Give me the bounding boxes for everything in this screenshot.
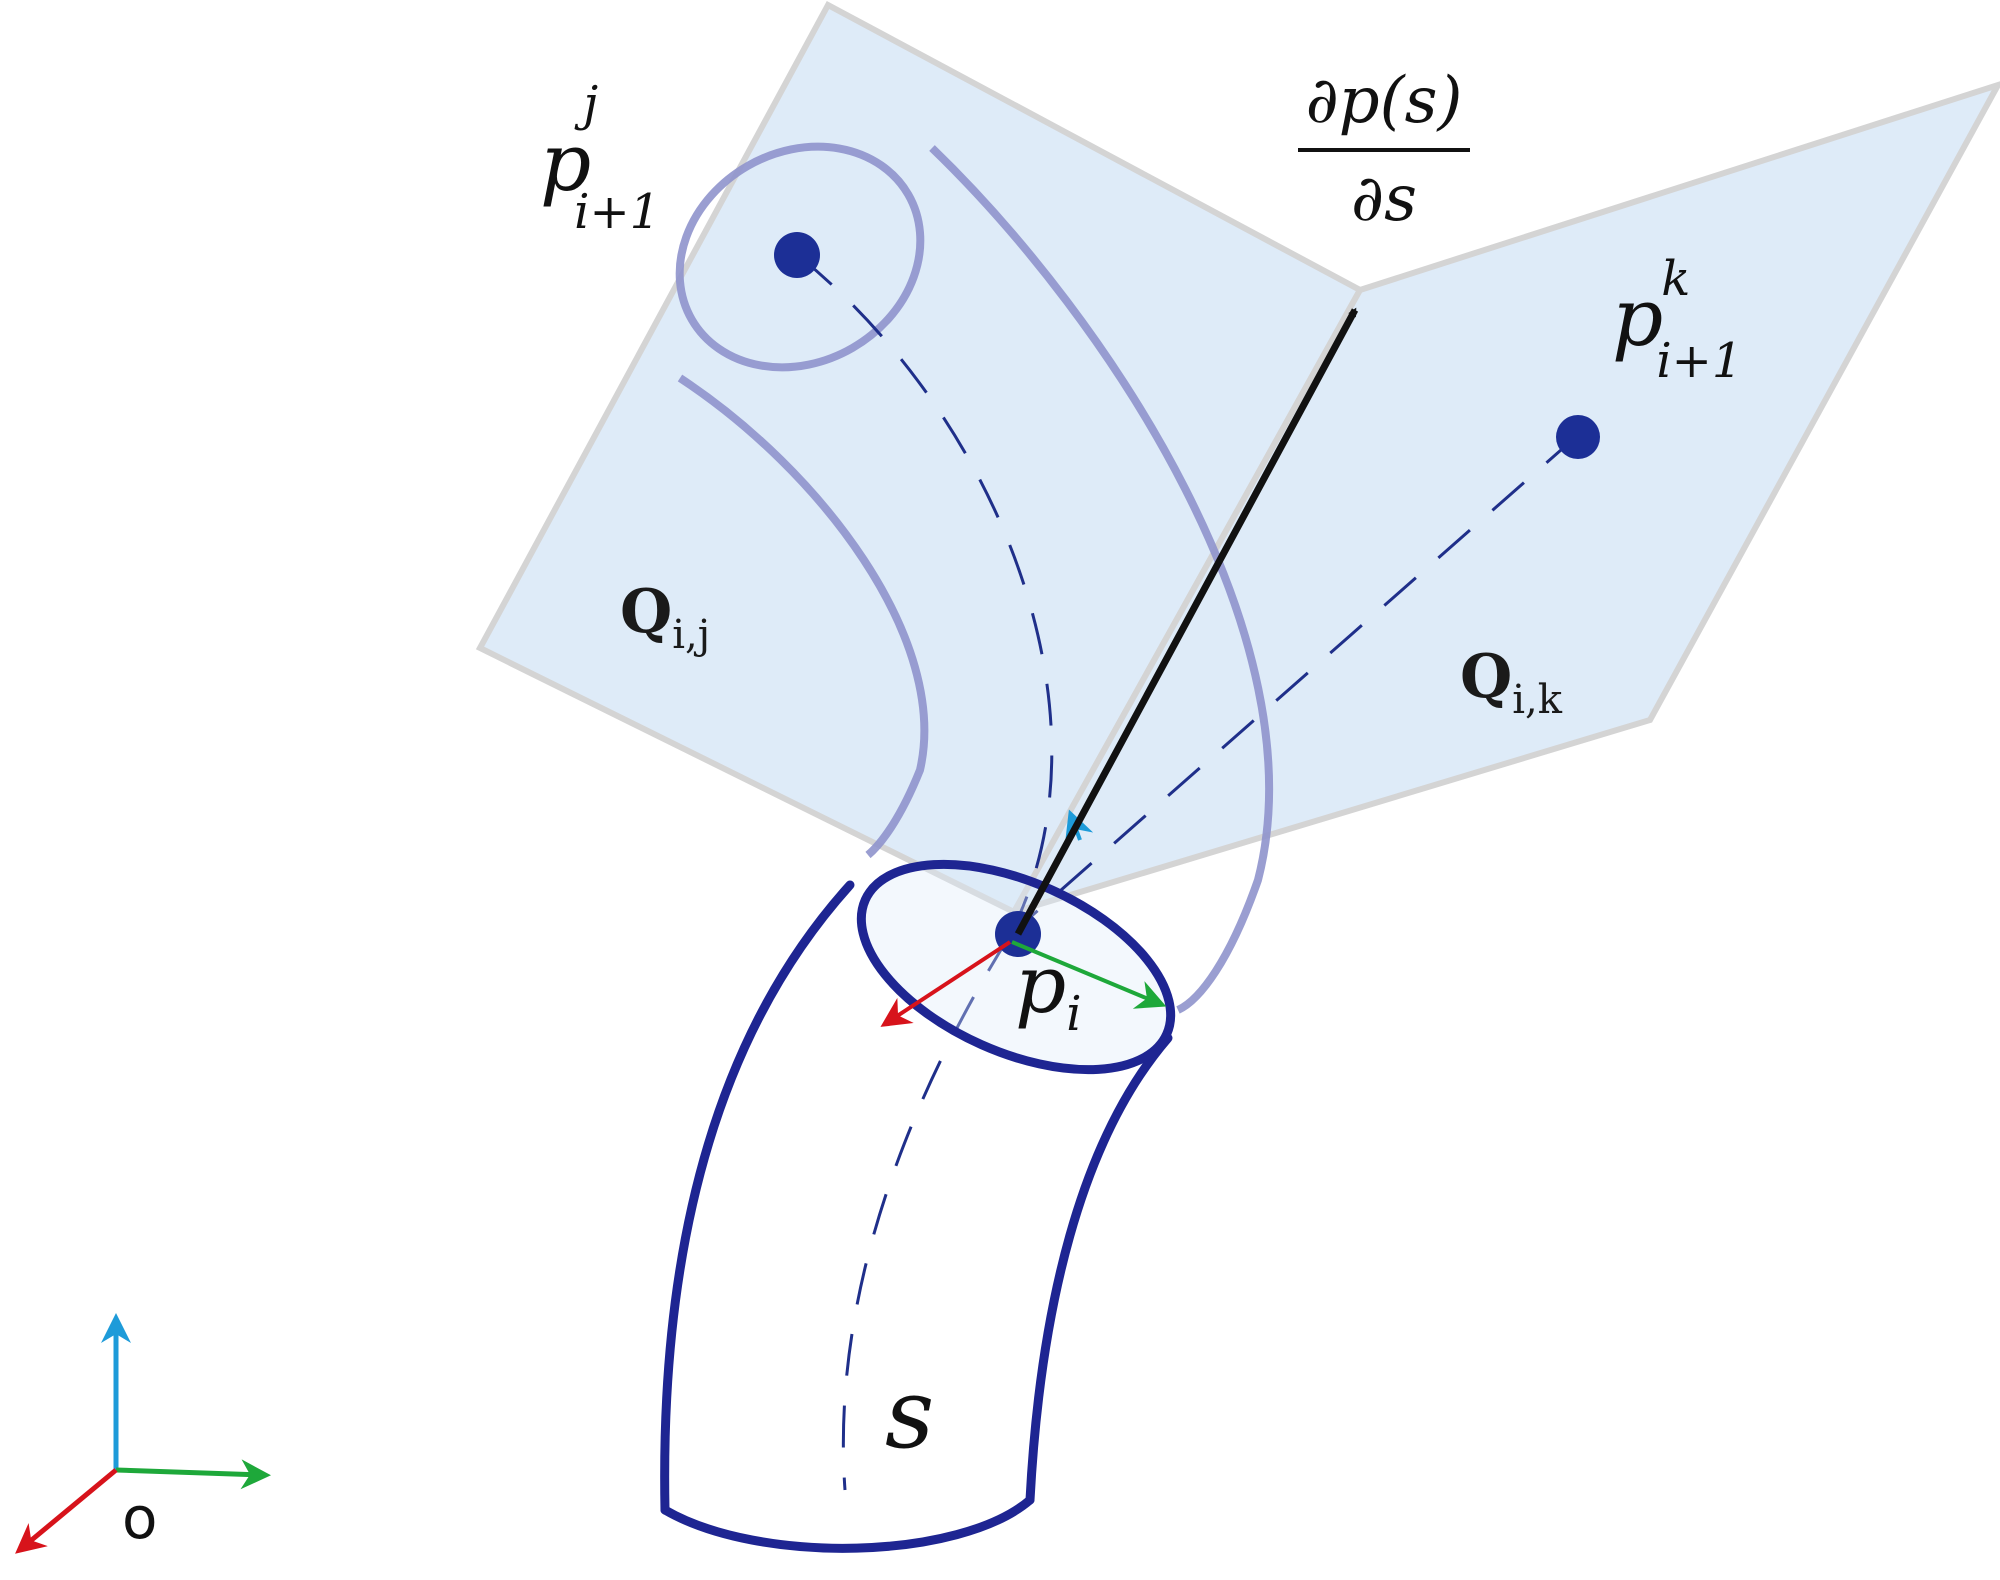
local-y-axis-arrow	[1011, 940, 1167, 1009]
label-derivative: ∂p(s) ∂s	[1298, 64, 1470, 236]
tangent-vector-arrow	[1014, 307, 1359, 936]
centerlines	[799, 255, 1579, 1491]
derivative-numerator: ∂p(s)	[1306, 64, 1463, 138]
global-x-axis-arrow	[15, 1468, 118, 1554]
point-p-i-plus-1-j	[774, 232, 820, 278]
local-x-axis-arrow	[880, 940, 1012, 1027]
point-p-i-plus-1-k	[1556, 415, 1600, 459]
label-s: s	[885, 1358, 934, 1470]
global-axes	[15, 1313, 271, 1554]
upper-branch-tube	[675, 142, 1274, 1014]
label-q-ij: Qi,j	[620, 577, 710, 658]
label-origin: o	[122, 1484, 158, 1552]
label-q-ik: Qi,k	[1460, 642, 1563, 723]
derivative-denominator: ∂s	[1351, 162, 1417, 236]
global-y-axis-arrow	[115, 1459, 271, 1490]
label-p-i: pi	[1015, 938, 1082, 1042]
lower-tube	[660, 859, 1176, 1553]
